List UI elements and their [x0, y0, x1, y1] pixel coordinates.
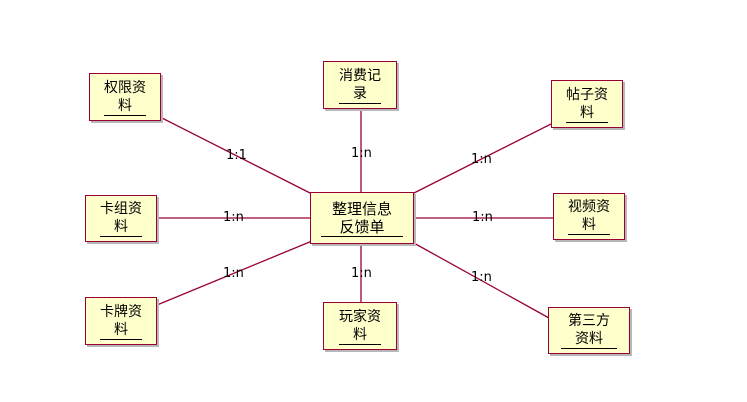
entity-consumption-record[interactable]: 消费记 录: [323, 61, 397, 109]
entity-post-data[interactable]: 帖子资 料: [551, 80, 623, 128]
relation-label-shipin: 1:n: [472, 210, 493, 225]
entity-player-data-line1: 玩家资: [339, 308, 381, 325]
entity-deck-data-line2: 料: [100, 219, 142, 237]
entity-feedback-form-line1: 整理信息: [331, 200, 392, 218]
entity-card-data-line1: 卡牌资: [100, 303, 142, 320]
entity-third-party-data[interactable]: 第三方 资料: [548, 307, 630, 354]
entity-consumption-record-line1: 消费记: [339, 67, 381, 84]
entity-player-data[interactable]: 玩家资 料: [323, 302, 397, 350]
relation-label-tiezi: 1:n: [471, 152, 492, 167]
entity-video-data[interactable]: 视频资 料: [553, 193, 625, 240]
entity-deck-data-line1: 卡组资: [100, 201, 142, 217]
relation-label-wanjia: 1:n: [351, 266, 372, 281]
entity-permission-data[interactable]: 权限资 料: [89, 73, 161, 121]
entity-deck-data[interactable]: 卡组资 料: [85, 195, 157, 242]
entity-third-party-data-line1: 第三方: [568, 313, 610, 329]
relation-label-quanxian: 1:1: [226, 148, 247, 163]
connector-tiezi: [411, 123, 552, 195]
relation-label-xiaofei: 1:n: [351, 146, 372, 161]
entity-post-data-line1: 帖子资: [566, 86, 608, 103]
connector-disanfang: [411, 241, 550, 319]
relation-label-kapai: 1:n: [223, 266, 244, 281]
entity-card-data[interactable]: 卡牌资 料: [85, 297, 157, 345]
entity-third-party-data-line2: 资料: [561, 331, 617, 349]
entity-permission-data-line2: 料: [104, 98, 146, 116]
entity-feedback-form-line2: 反馈单: [321, 219, 403, 237]
entity-card-data-line2: 料: [100, 322, 142, 340]
relation-label-kazu: 1:n: [223, 210, 244, 225]
connector-quanxian: [159, 116, 313, 195]
connector-kapai: [156, 240, 313, 306]
entity-post-data-line2: 料: [566, 105, 608, 123]
entity-feedback-form[interactable]: 整理信息 反馈单: [310, 192, 414, 244]
relation-label-disanfang: 1:n: [471, 270, 492, 285]
entity-video-data-line1: 视频资: [568, 199, 610, 215]
entity-permission-data-line1: 权限资: [104, 79, 146, 96]
entity-video-data-line2: 料: [568, 217, 610, 235]
entity-consumption-record-line2: 录: [339, 86, 381, 104]
entity-player-data-line2: 料: [339, 327, 381, 345]
